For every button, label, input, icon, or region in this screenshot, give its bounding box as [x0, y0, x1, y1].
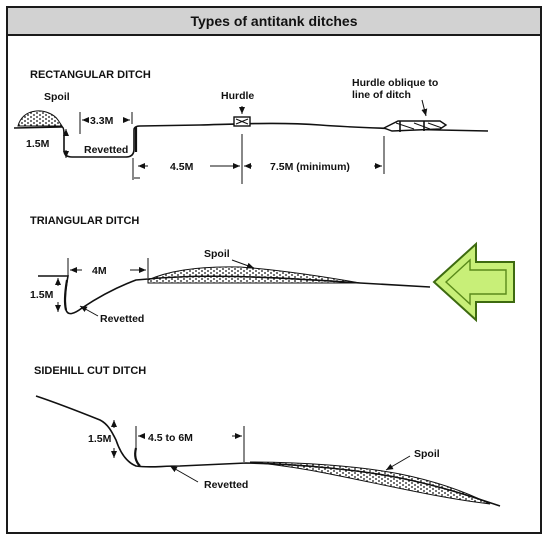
- sidehill-ditch-profile: [35, 395, 501, 507]
- triangular-ditch-section: TRIANGULAR DITCH 4M 1.5M Spoil Revetted: [30, 215, 431, 325]
- distance-dimension-4.5m: 4.5M: [132, 134, 243, 184]
- depth-dimension-sidehill: 1.5M: [88, 420, 117, 458]
- left-arrow-icon: [432, 241, 515, 323]
- title-bar: Types of antitank ditches: [8, 8, 540, 36]
- distance-dimension-7.5m: 7.5M (minimum): [244, 136, 385, 174]
- hurdle-label: Hurdle: [221, 90, 254, 102]
- depth-dimension-1.5m: 1.5M: [26, 129, 69, 158]
- rectangular-ditch-profile: [13, 122, 489, 158]
- sidehill-ditch-heading: SIDEHILL CUT DITCH: [34, 365, 146, 377]
- page-title: Types of antitank ditches: [190, 13, 358, 29]
- revetted-label-triangular: Revetted: [100, 313, 144, 325]
- hurdle-icon: [233, 106, 251, 127]
- width-label: 3.3M: [90, 115, 114, 127]
- spoil-pile-rectangular: [17, 110, 63, 127]
- revetted-label-sidehill: Revetted: [204, 479, 248, 491]
- spoil-label-triangular: Spoil: [204, 248, 230, 260]
- depth-label-triangular: 1.5M: [30, 289, 54, 301]
- width-dimension-sidehill: 4.5 to 6M: [135, 426, 245, 462]
- width-dimension-3.3m: 3.3M: [79, 112, 133, 134]
- hurdle-oblique-label-line1: Hurdle oblique to: [352, 77, 438, 89]
- revetment-wall-triangular: [63, 279, 69, 311]
- sidehill-ditch-section: SIDEHILL CUT DITCH 1.5M 4.5 to 6M Spoil …: [34, 365, 501, 507]
- spoil-label: Spoil: [44, 91, 70, 103]
- width-label-triangular: 4M: [92, 265, 107, 277]
- oblique-hurdle-icon: [382, 99, 448, 132]
- width-dimension-4m: 4M: [67, 258, 149, 278]
- distance-label-1: 4.5M: [170, 161, 194, 173]
- triangular-ditch-heading: TRIANGULAR DITCH: [30, 215, 139, 227]
- rectangular-ditch-section: RECTANGULAR DITCH Spoil 3.3M 1.5M Revett…: [13, 69, 489, 184]
- spoil-label-sidehill: Spoil: [414, 448, 440, 460]
- width-label-sidehill: 4.5 to 6M: [148, 432, 193, 444]
- depth-dimension-triangular: 1.5M: [30, 278, 61, 312]
- revetted-label: Revetted: [84, 144, 128, 156]
- depth-label: 1.5M: [26, 138, 50, 150]
- hurdle-oblique-label-line2: line of ditch: [352, 89, 411, 101]
- revetment-wall-sidehill: [134, 447, 141, 467]
- depth-label-sidehill: 1.5M: [88, 433, 112, 445]
- distance-label-2: 7.5M (minimum): [270, 161, 350, 173]
- spoil-slope-sidehill: [249, 461, 491, 505]
- rectangular-ditch-heading: RECTANGULAR DITCH: [30, 69, 151, 81]
